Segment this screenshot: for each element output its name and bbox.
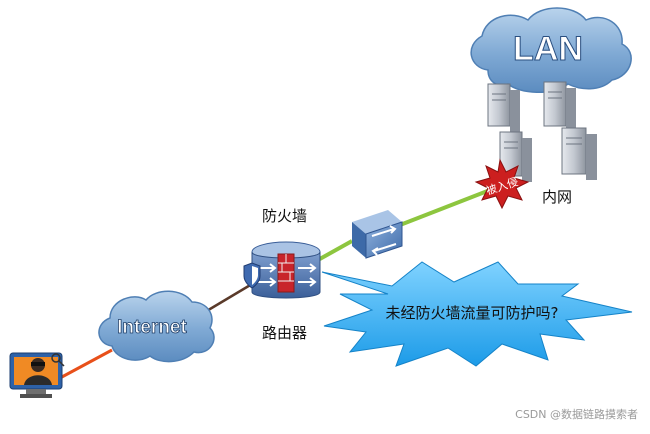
switch-icon [352,210,403,259]
internet-cloud [98,290,215,363]
firewall-label: 防火墙 [262,207,308,225]
internet-label: Internet [117,317,187,338]
server-tower-icon [487,83,520,132]
intranet-label: 内网 [542,188,573,206]
server-tower-icon [499,131,532,182]
server-tower-icon [561,127,597,180]
question-text: 未经防火墙流量可防护吗? [386,304,559,322]
internet-link [59,348,113,380]
shield-icon [243,262,261,289]
router-label: 路由器 [262,324,308,342]
lan-link-router-switch [317,239,353,262]
hacker-monitor-icon [9,352,65,398]
question-burst-shape [321,261,633,367]
firewall-router-icon [251,241,321,299]
lan-label: LAN [513,30,583,68]
lan-cloud [470,7,632,93]
server-tower-icon [543,81,576,132]
wan-link [204,282,253,314]
watermark: CSDN @数据链路摸索者 [515,408,638,421]
lan-link-switch-intranet [399,188,491,227]
intrusion-burst-icon [474,158,530,210]
